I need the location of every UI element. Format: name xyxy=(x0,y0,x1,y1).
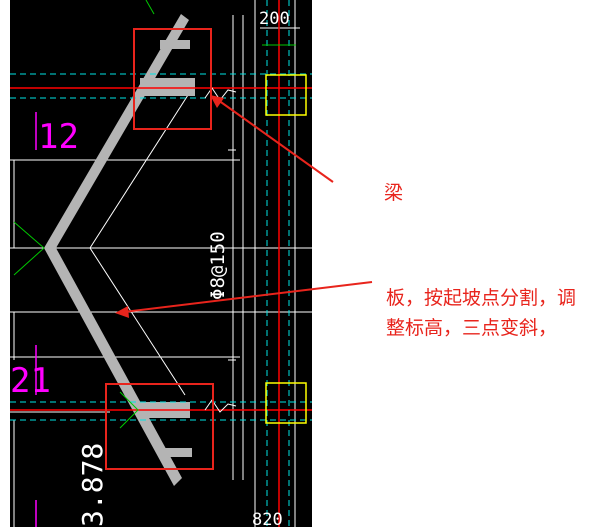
rebar-annotation: Φ8@150 xyxy=(207,231,229,300)
slab-callout-label: 板，按起坡点分割，调 整标高，三点变斜， xyxy=(386,283,608,343)
elevation-text: 3.878 xyxy=(76,443,109,527)
axis-label-bottom: 21 xyxy=(10,361,51,401)
beam-leader-arrow xyxy=(210,95,334,183)
beam-highlight-bottom[interactable] xyxy=(105,383,214,470)
slab-leader-arrow xyxy=(115,281,373,318)
dimension-text-top: 200 xyxy=(259,9,290,29)
cyan-dashed-lines xyxy=(10,0,312,527)
slab-callout-line-2: 整标高，三点变斜， xyxy=(386,317,558,339)
green-markers xyxy=(13,0,296,429)
column-markers[interactable] xyxy=(265,74,307,424)
beam-highlight-top[interactable] xyxy=(133,28,212,130)
slab-callout-line-1: 板，按起坡点分割，调 xyxy=(386,287,577,309)
axis-lines xyxy=(10,0,312,527)
beam-section-top[interactable] xyxy=(140,40,195,96)
dimension-text-bottom: 820 xyxy=(252,510,283,527)
beam-callout-label: 梁 xyxy=(384,182,404,204)
axis-label-top: 12 xyxy=(38,117,79,157)
